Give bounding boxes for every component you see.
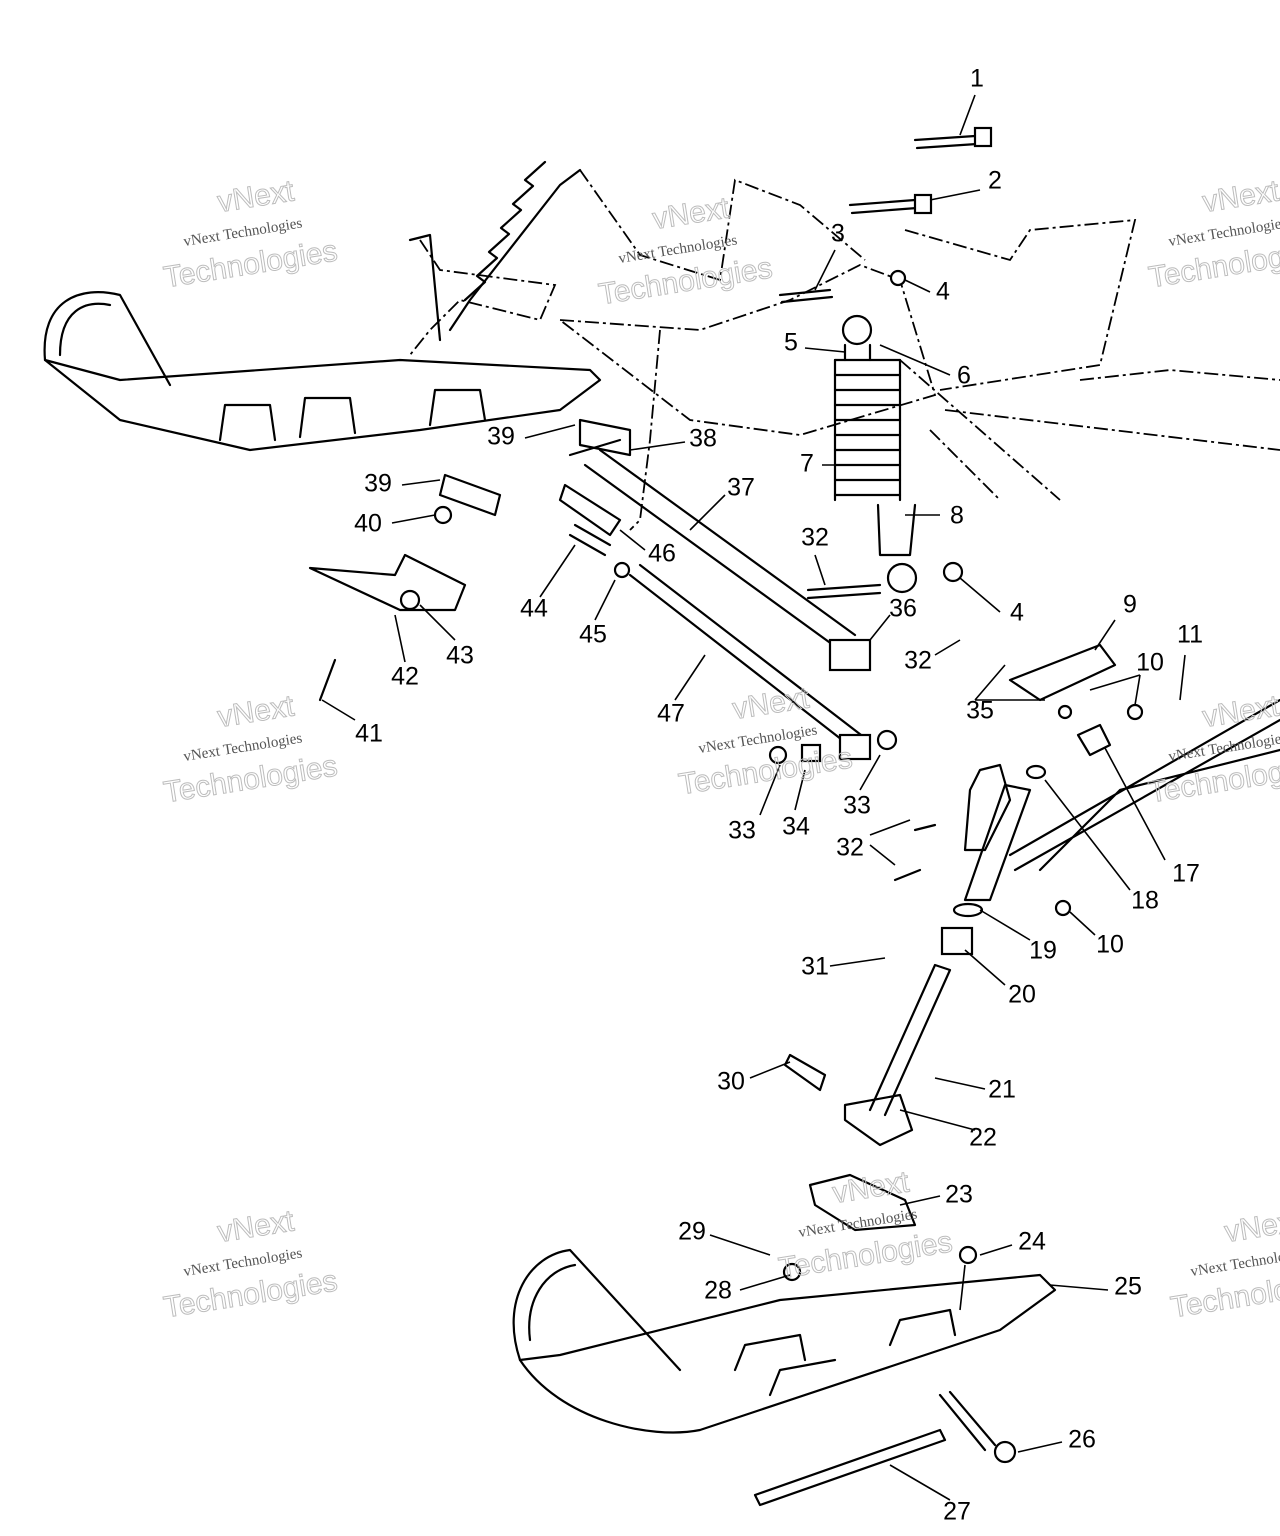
callout-29: 29 [678,1218,706,1246]
callout-23: 23 [945,1181,973,1209]
callout-19: 19 [1029,937,1057,965]
callout-11: 11 [1177,621,1203,649]
callout-35: 35 [966,697,994,725]
callout-27: 27 [943,1498,971,1526]
callout-34: 34 [782,813,810,841]
callout-10: 10 [1136,649,1164,677]
callout-8: 8 [950,502,964,530]
callout-30: 30 [717,1068,745,1096]
watermark-text: vNext [730,681,812,726]
watermark-text: vNext Technologies [1189,1245,1280,1280]
callout-31: 31 [801,953,829,981]
callout-3: 3 [831,220,845,248]
callout-18: 18 [1131,887,1159,915]
left-ski [43,291,602,452]
suspension-arms [308,418,872,761]
watermark-text: vNext [650,191,732,236]
callout-32: 32 [904,647,932,675]
callout-21: 21 [988,1076,1016,1104]
callout-20: 20 [1008,981,1036,1009]
callout-4: 4 [1010,599,1024,627]
callout-22: 22 [969,1124,997,1152]
callout-47: 47 [657,700,685,728]
front-shock [806,314,964,600]
callout-33: 33 [843,792,871,820]
watermark-text: vNext [215,174,297,219]
callout-5: 5 [784,329,798,357]
rear-shock [408,160,582,342]
watermark-text: vNext [215,1204,297,1249]
callout-1: 1 [970,65,984,93]
watermark-text: Technologies [1146,234,1280,294]
watermark-text: vNext [215,689,297,734]
spindle-assembly [768,643,1280,1147]
callout-24: 24 [1018,1228,1046,1256]
callout-40: 40 [354,510,382,538]
callout-33: 33 [728,817,756,845]
callout-43: 43 [446,642,474,670]
callout-26: 26 [1068,1426,1096,1454]
callout-32: 32 [836,834,864,862]
callout-4: 4 [936,278,950,306]
callout-39: 39 [364,470,392,498]
callout-37: 37 [727,474,755,502]
callout-28: 28 [704,1277,732,1305]
watermark-text: vNext [830,1165,912,1210]
front-ski [512,1173,1057,1507]
leader-lines [321,94,1186,1501]
callout-39: 39 [487,423,515,451]
watermark-text: vNext [1222,1204,1280,1249]
bolts-top [778,126,993,304]
callout-46: 46 [648,540,676,568]
callout-36: 36 [889,595,917,623]
callout-38: 38 [689,425,717,453]
callout-45: 45 [579,621,607,649]
callout-2: 2 [988,167,1002,195]
callout-labels: 1 2 3 4 5 6 7 8 32 4 9 36 11 10 32 35 39… [354,65,1203,1526]
callout-10: 10 [1096,931,1124,959]
callout-9: 9 [1123,591,1137,619]
callout-7: 7 [800,450,814,478]
callout-6: 6 [957,362,971,390]
callout-32: 32 [801,524,829,552]
callout-42: 42 [391,663,419,691]
callout-25: 25 [1114,1273,1142,1301]
callout-41: 41 [355,720,383,748]
callout-17: 17 [1172,860,1200,888]
watermark-text: vNext [1200,174,1280,219]
callout-44: 44 [520,595,548,623]
